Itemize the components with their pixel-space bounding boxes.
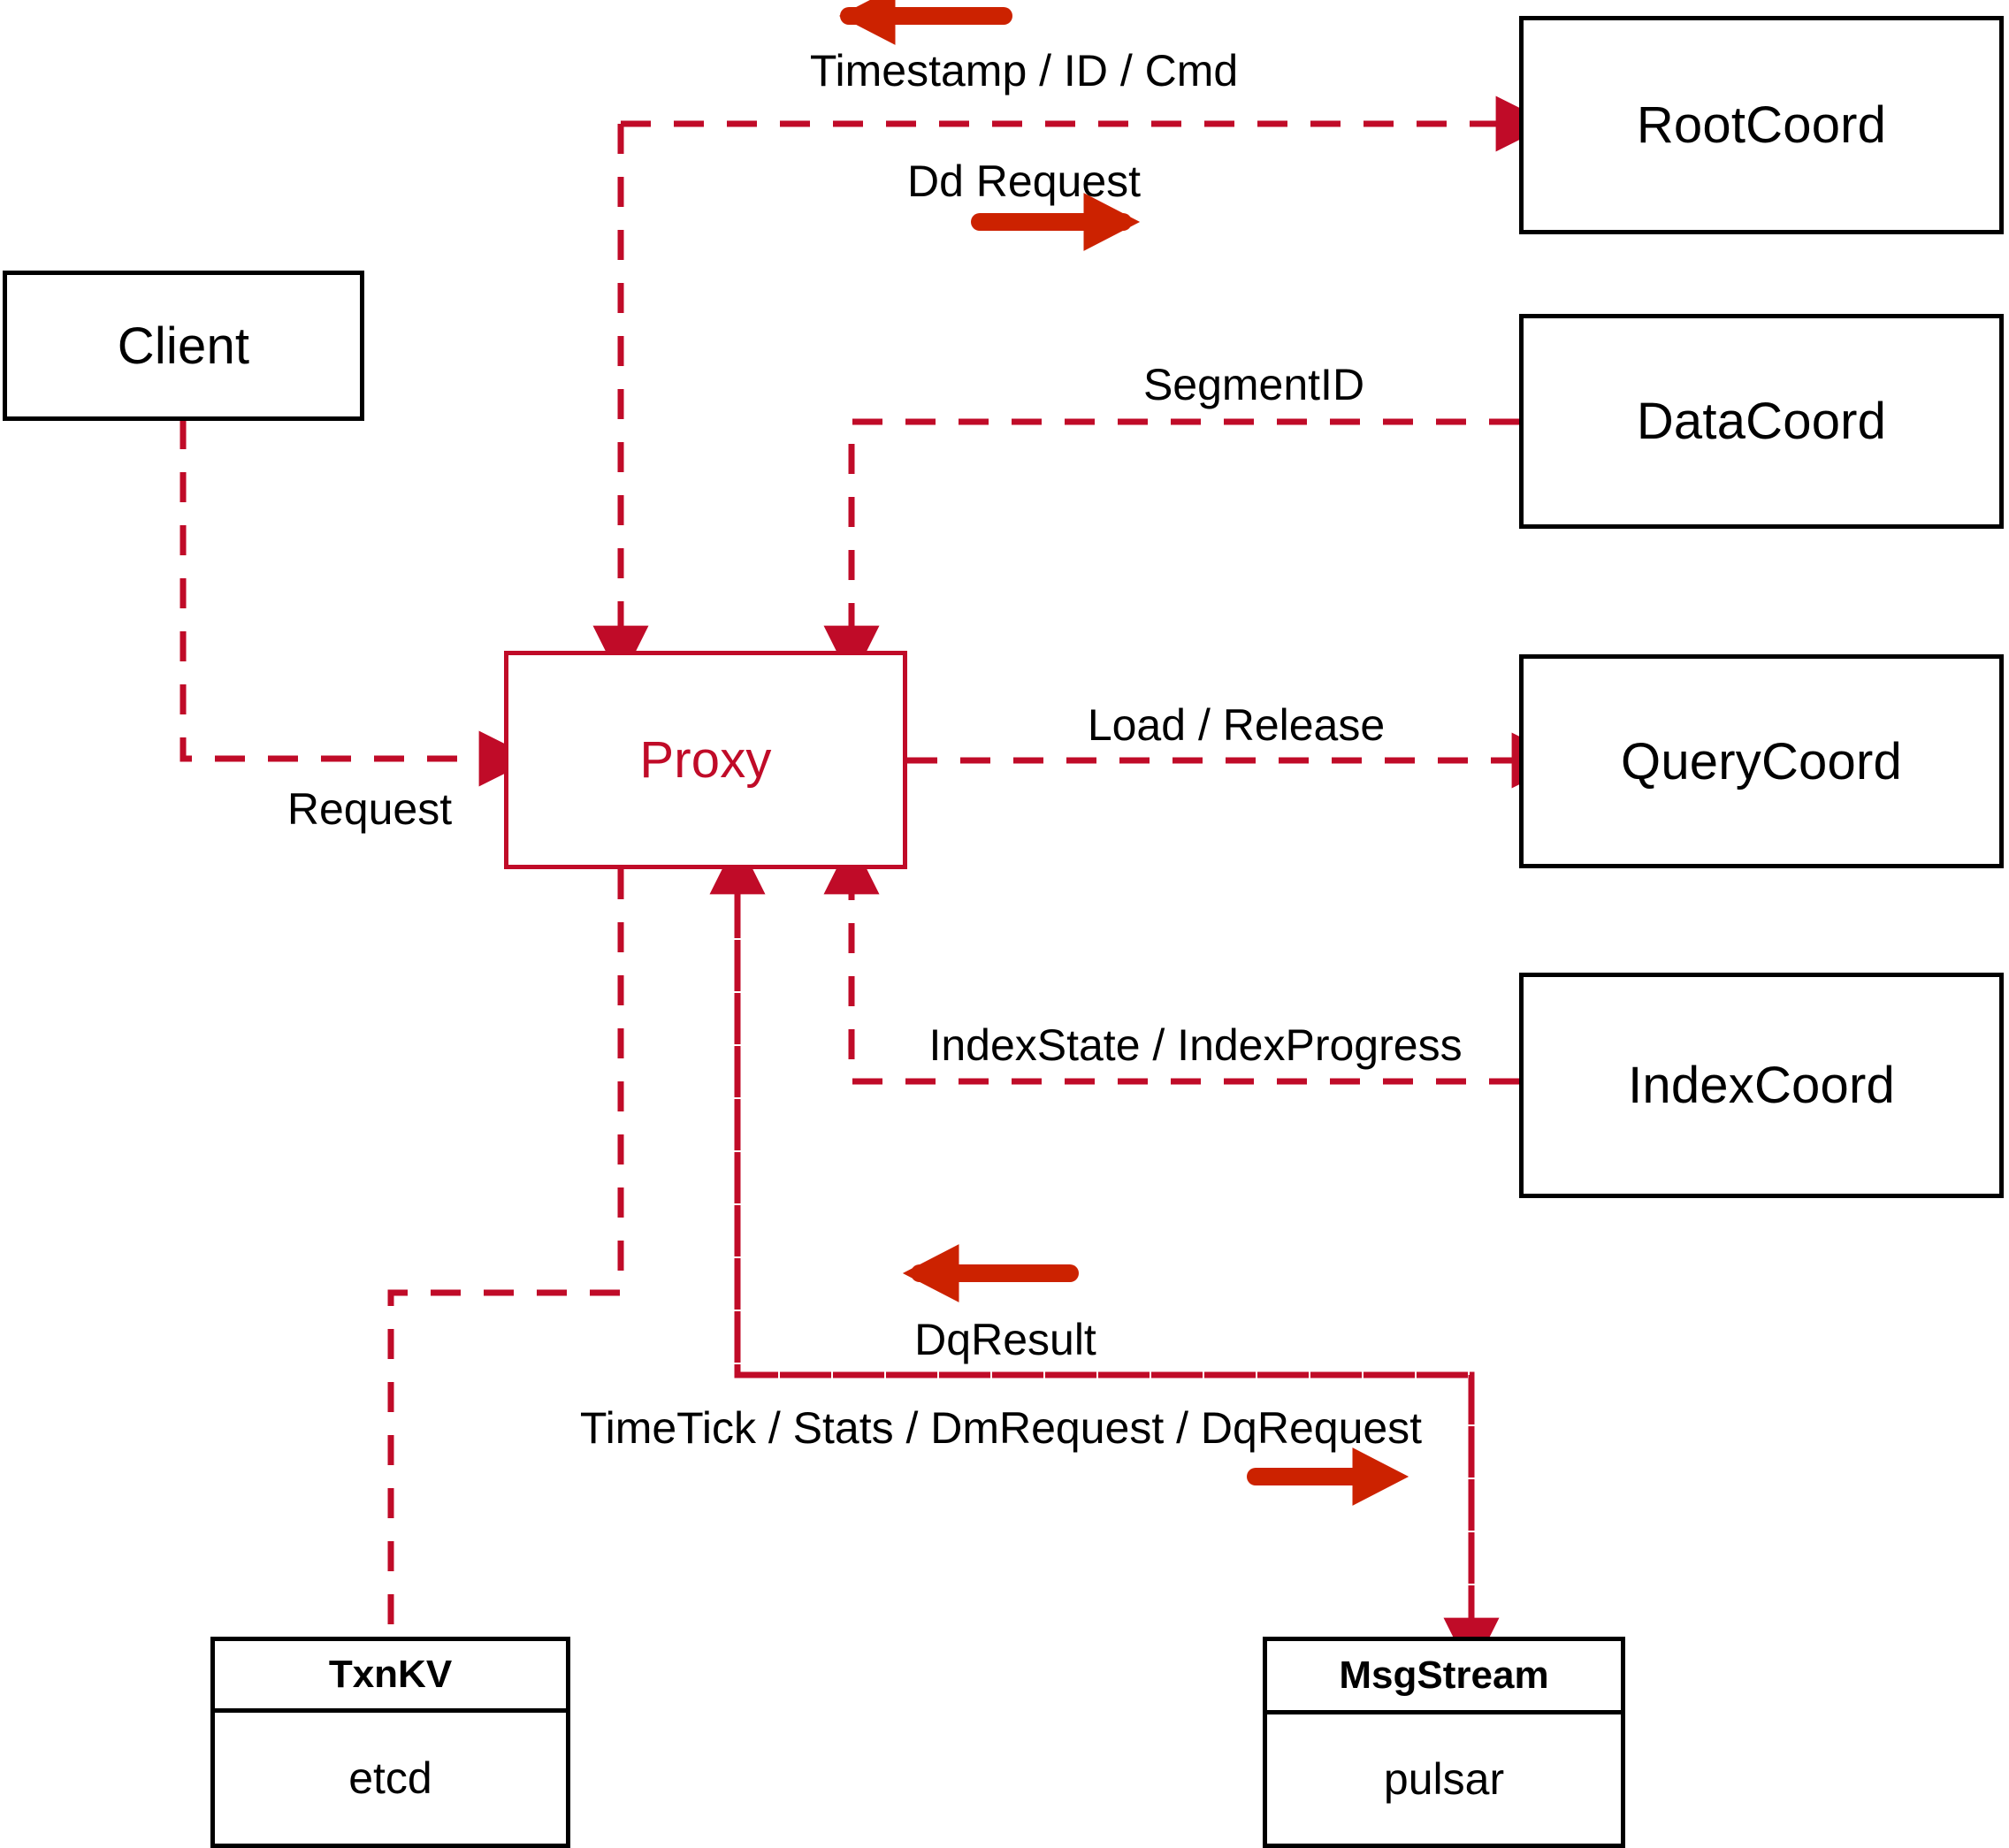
node-txnkv[interactable]: TxnKV etcd <box>210 1637 570 1848</box>
node-datacoord-label: DataCoord <box>1636 393 1887 450</box>
node-rootcoord-label: RootCoord <box>1636 96 1887 154</box>
edge-label-segment-id: SegmentID <box>1142 360 1365 409</box>
edge-label-timetick-stats: TimeTick / Stats / DmRequest / DqRequest <box>579 1403 1423 1453</box>
node-msgstream-body: pulsar <box>1383 1754 1505 1804</box>
node-msgstream[interactable]: MsgStream pulsar <box>1263 1637 1625 1848</box>
edge-label-dd-request: Dd Request <box>906 157 1142 206</box>
ddrequest-arrow-icon <box>971 193 1141 251</box>
node-querycoord-label: QueryCoord <box>1621 732 1902 790</box>
edge-label-dq-result: DqResult <box>914 1315 1096 1364</box>
node-client[interactable]: Client <box>3 271 364 421</box>
node-rootcoord[interactable]: RootCoord <box>1519 16 2004 234</box>
edge-datacoord-to-proxy <box>823 418 1519 682</box>
edge-label-timestamp-id-cmd: Timestamp / ID / Cmd <box>809 46 1239 95</box>
node-msgstream-header: MsgStream <box>1267 1641 1621 1714</box>
node-txnkv-header: TxnKV <box>215 1641 566 1713</box>
dqresult-arrow-icon <box>902 1244 1079 1302</box>
node-proxy-label: Proxy <box>639 731 772 789</box>
node-querycoord[interactable]: QueryCoord <box>1519 654 2004 868</box>
timestamp-arrow-icon <box>838 0 1012 45</box>
timetick-arrow-icon <box>1247 1447 1409 1506</box>
edge-label-request: Request <box>286 784 453 834</box>
edge-proxy-to-msgstream <box>734 887 1500 1674</box>
edge-client-to-proxy <box>180 419 535 787</box>
edge-msgstream-to-proxy <box>709 838 1475 1637</box>
edge-label-index-state-progress: IndexState / IndexProgress <box>928 1020 1463 1070</box>
node-client-label: Client <box>117 317 250 375</box>
edge-label-load-release: Load / Release <box>1087 700 1386 750</box>
node-proxy[interactable]: Proxy <box>504 651 907 869</box>
node-datacoord[interactable]: DataCoord <box>1519 314 2004 529</box>
node-indexcoord-label: IndexCoord <box>1628 1057 1895 1114</box>
edge-indexcoord-to-proxy <box>823 838 1519 1085</box>
node-txnkv-body: etcd <box>348 1753 432 1803</box>
node-indexcoord[interactable]: IndexCoord <box>1519 973 2004 1198</box>
edge-proxy-to-txnkv <box>387 869 624 1637</box>
